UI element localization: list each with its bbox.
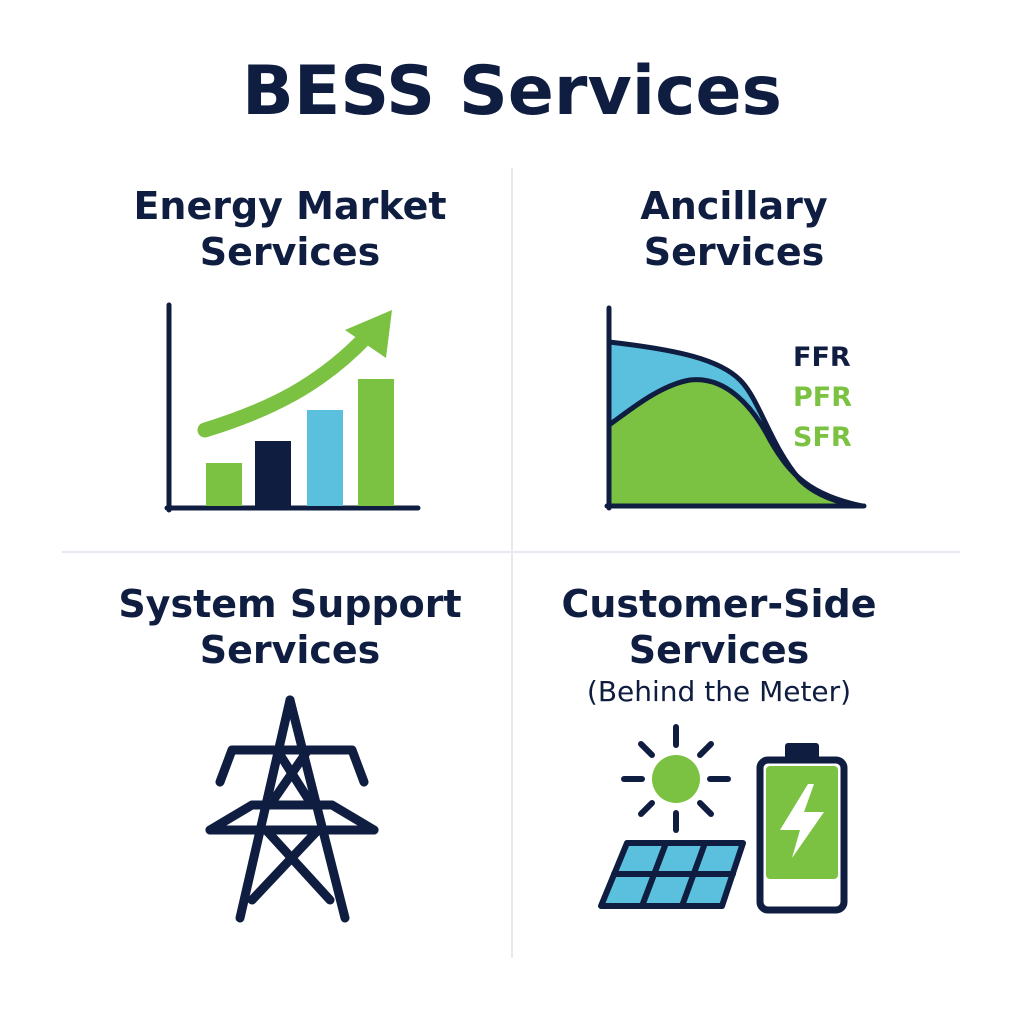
- legend-ffr: FFR: [793, 342, 851, 373]
- vertical-divider: [511, 168, 513, 958]
- bar-1: [206, 463, 242, 506]
- pfr-sfr-area: [609, 379, 860, 506]
- bar-3: [307, 410, 343, 506]
- system-support-title-line2: Services: [199, 628, 381, 672]
- tower-lower-arm: [205, 800, 379, 835]
- ancillary-title-line1: Ancillary: [640, 184, 828, 228]
- customer-side-title-line2: Services: [628, 628, 810, 672]
- legend-pfr: PFR: [793, 382, 852, 413]
- pfr-curve: [606, 377, 865, 509]
- tower-brace-3: [261, 825, 335, 905]
- customer-side-title: Customer-Side Services: [514, 581, 924, 673]
- tower-brace-2: [265, 745, 313, 810]
- ancillary-title-line2: Services: [643, 230, 825, 274]
- page-title: BESS Services: [241, 52, 782, 131]
- bar-4: [358, 379, 394, 506]
- bar-2: [255, 441, 291, 506]
- ancillary-title: Ancillary Services: [534, 183, 934, 275]
- legend-sfr: SFR: [793, 422, 852, 453]
- growth-arrow-head: [345, 310, 392, 358]
- customer-side-subtitle: (Behind the Meter): [586, 675, 852, 708]
- energy-market-title-line1: Energy Market: [133, 184, 447, 228]
- system-support-title: System Support Services: [90, 581, 490, 673]
- lightning-bolt-icon: [780, 784, 824, 858]
- tower-brace-4: [247, 825, 323, 905]
- tower-top-arm: [215, 745, 369, 787]
- system-support-title-line1: System Support: [118, 582, 462, 626]
- energy-market-title-line2: Services: [199, 230, 381, 274]
- energy-market-title: Energy Market Services: [90, 183, 490, 275]
- tower-brace-1: [272, 745, 317, 810]
- horizontal-divider: [62, 551, 960, 553]
- customer-side-title-line1: Customer-Side: [561, 582, 877, 626]
- growth-arrow-line: [197, 329, 374, 438]
